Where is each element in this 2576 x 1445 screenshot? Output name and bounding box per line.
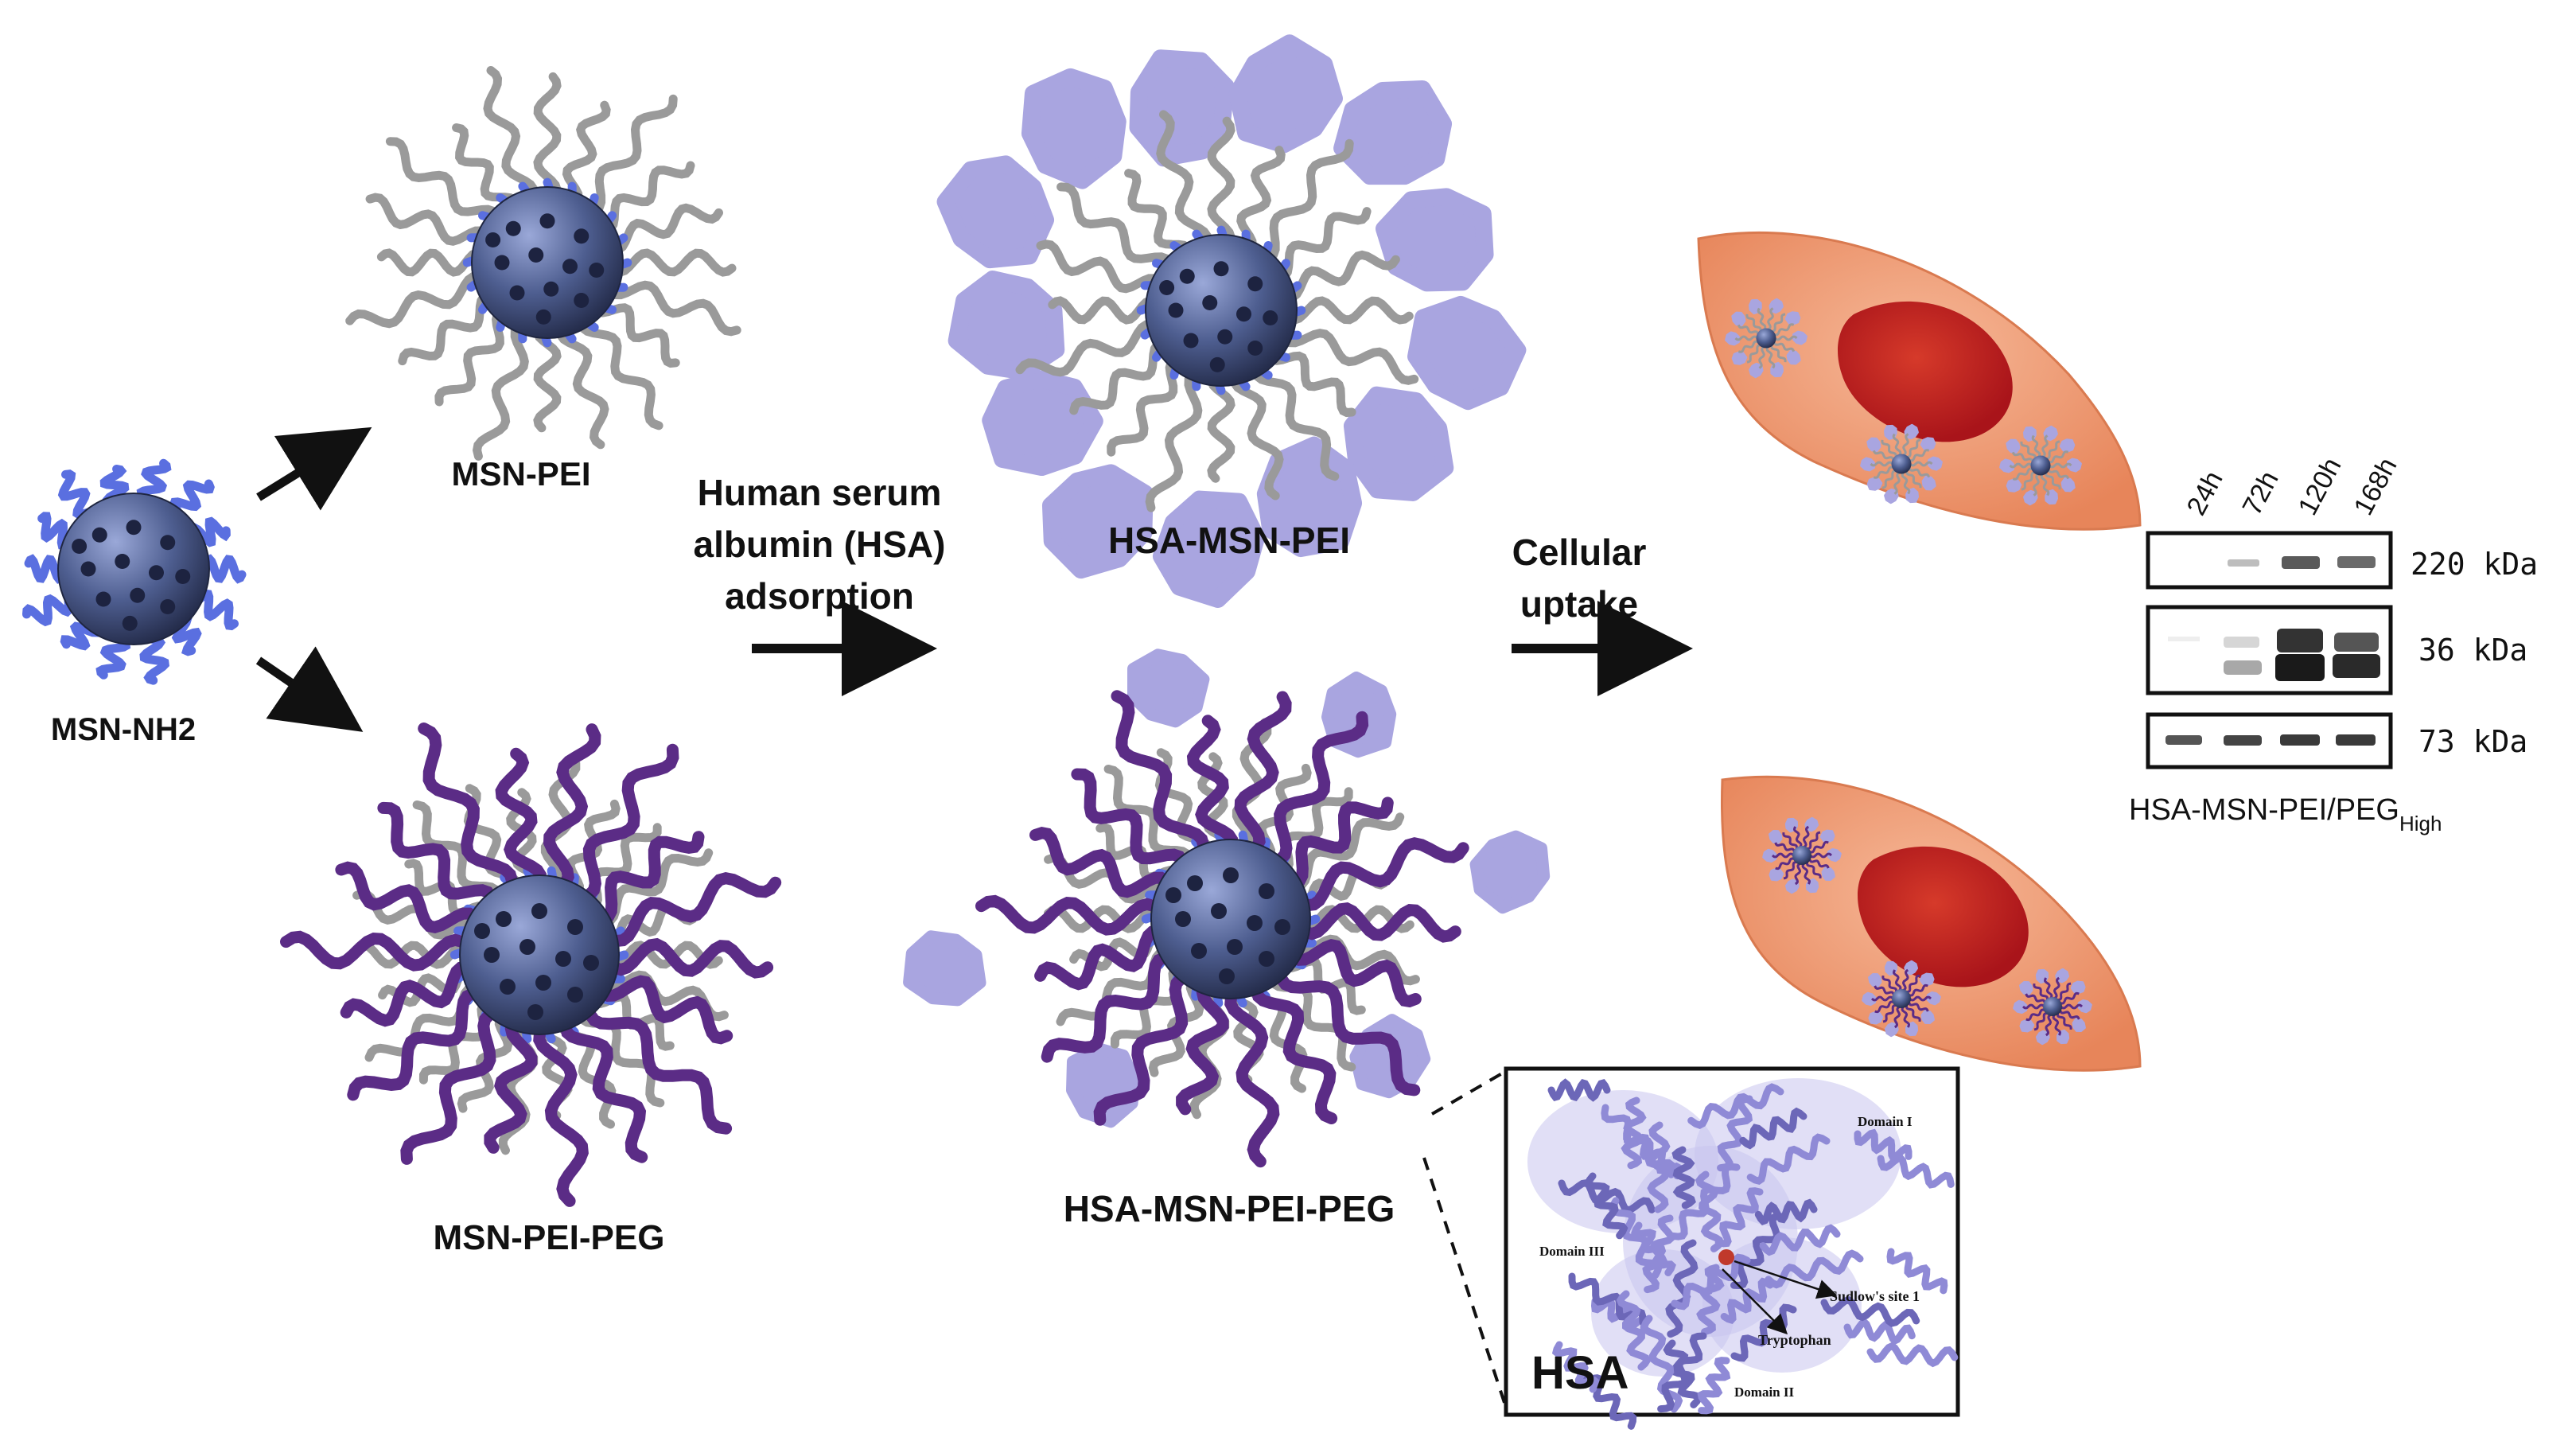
hsa-sudlow-site: Sudlow's site 1 [1830, 1288, 1920, 1304]
arrow-to-msn-pei [256, 426, 372, 511]
label-hsa-msn-pei: HSA-MSN-PEI [1108, 520, 1350, 561]
msn-pei-particle [345, 66, 741, 461]
hsa-inset-title: HSA [1531, 1347, 1628, 1399]
label-msn-pei-peg: MSN-PEI-PEG [434, 1218, 665, 1257]
uptake-label-line2: uptake [1520, 583, 1638, 625]
hsa-msn-pei-particle [936, 34, 1527, 608]
adsorption-label-line2: albumin (HSA) [694, 524, 946, 565]
hsa-inset: Domain I Domain III Domain II Sudlow's s… [1504, 1066, 1960, 1430]
blot-caption: HSA-MSN-PEI/PEGHigh [2129, 793, 2442, 835]
hsa-tryptophan: Tryptophan [1758, 1332, 1831, 1348]
msn-pei-peg-particle [280, 722, 782, 1207]
msn-nh2-particle [22, 458, 247, 685]
nucleus-bottom [1858, 846, 2029, 987]
zoom-line-top [1430, 1069, 1509, 1116]
band-label-36: 36 kDa [2418, 633, 2527, 668]
uptake-label-line1: Cellular [1512, 532, 1647, 573]
arrow-to-msn-pei-peg [255, 646, 364, 732]
western-blot: 24h 72h 120h 168h 220 kDa 36 kDa 73 kDa … [2129, 453, 2538, 835]
blot-caption-sub: High [2399, 812, 2442, 835]
time-label-72h: 72h [2237, 466, 2285, 520]
hsa-domain-ii: Domain II [1734, 1385, 1794, 1400]
time-label-120h: 120h [2293, 453, 2348, 520]
band-label-73: 73 kDa [2418, 724, 2527, 759]
hsa-protein-structure [1527, 1078, 1959, 1430]
nucleus-top [1838, 301, 2013, 442]
blot-caption-main: HSA-MSN-PEI/PEG [2129, 793, 2399, 827]
band-label-220: 220 kDa [2411, 547, 2538, 582]
time-label-24h: 24h [2181, 466, 2229, 520]
label-hsa-msn-pei-peg: HSA-MSN-PEI-PEG [1064, 1188, 1395, 1229]
adsorption-label-line1: Human serum [698, 472, 942, 513]
hsa-domain-i: Domain I [1858, 1114, 1913, 1129]
hsa-msn-pei-peg-particle [903, 648, 1551, 1168]
zoom-line-bottom [1422, 1157, 1509, 1413]
adsorption-label-line3: adsorption [725, 575, 914, 617]
hsa-domain-iii: Domain III [1539, 1244, 1605, 1259]
label-msn-nh2: MSN-NH2 [51, 712, 196, 747]
label-msn-pei: MSN-PEI [451, 455, 590, 493]
time-label-168h: 168h [2348, 453, 2403, 520]
cell-top [1697, 231, 2142, 531]
cell-bottom [1721, 775, 2142, 1072]
